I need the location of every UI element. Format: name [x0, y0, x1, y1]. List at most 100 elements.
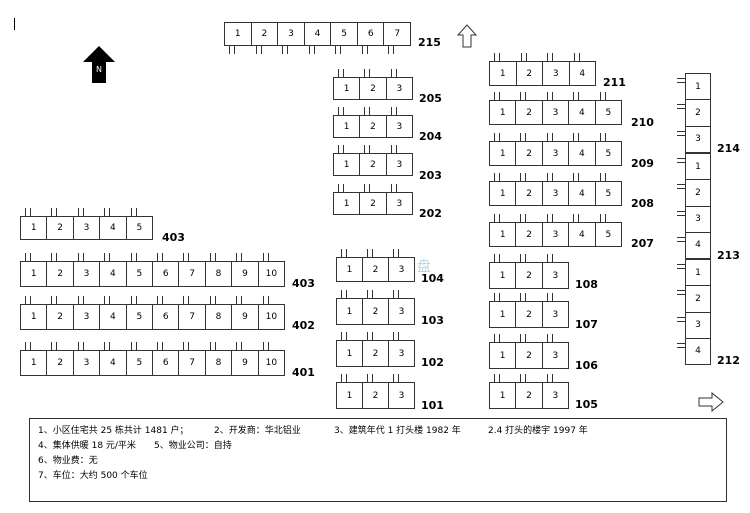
building-label-103: 103: [421, 314, 444, 327]
entrance-mark: [364, 184, 371, 192]
unit-cell: 4: [568, 173, 594, 205]
entrance-mark: [209, 296, 216, 304]
unit-cell: 3: [541, 334, 568, 368]
entrance-mark: [157, 296, 164, 304]
unit-cell: 2: [362, 249, 388, 281]
entrance-mark: [335, 46, 342, 54]
unit-cell: 7: [178, 253, 204, 286]
building-label-211: 211: [603, 76, 626, 89]
entrance-mark: [677, 236, 685, 242]
unit-cell: 2: [362, 332, 388, 366]
unit-cell: 3: [385, 69, 412, 99]
unit-cell: 1: [337, 374, 362, 408]
entrance-mark: [520, 133, 527, 141]
unit-cell: 9: [231, 296, 257, 329]
entrance-mark: [308, 46, 315, 54]
unit-cell: 1: [677, 154, 710, 179]
entrance-mark: [677, 184, 685, 190]
entrance-mark: [364, 69, 371, 77]
unit-cell: 2: [359, 184, 385, 214]
entrance-mark: [390, 69, 397, 77]
unit-cell: 1: [490, 133, 515, 165]
entrance-mark: [520, 173, 527, 181]
building-label-214: 214: [717, 142, 740, 155]
entrance-mark: [104, 208, 111, 216]
unit-cell: 1: [334, 69, 359, 99]
unit-cell: 2: [515, 293, 541, 327]
building-label-215: 215: [418, 36, 441, 49]
text-cursor: [14, 18, 15, 30]
unit-cell: 3: [385, 145, 412, 175]
entrance-mark: [546, 293, 553, 301]
unit-cell: 4: [303, 23, 331, 54]
entrance-mark: [51, 208, 58, 216]
unit-cell: 5: [594, 214, 621, 246]
unit-cell: 2: [515, 214, 541, 246]
building-label-101: 101: [421, 399, 444, 412]
entrance-mark: [130, 342, 137, 350]
building-label-104: 104: [421, 272, 444, 285]
unit-cell: 4: [568, 92, 594, 124]
entrance-mark: [677, 264, 685, 269]
entrance-mark: [393, 290, 399, 298]
unit-cell: 2: [515, 53, 543, 85]
unit-cell: 2: [46, 342, 72, 375]
entrance-up-arrow-icon: [457, 24, 477, 48]
building-label-212: 212: [717, 354, 740, 367]
unit-cell: 3: [541, 92, 568, 124]
unit-cell: 3: [541, 374, 568, 408]
building-label-403-east: 403: [162, 231, 185, 244]
entrance-mark: [494, 173, 500, 181]
entrance-mark: [77, 296, 84, 304]
unit-cell: 10: [257, 253, 284, 286]
entrance-mark: [573, 214, 580, 222]
unit-cell: 1: [225, 23, 251, 54]
unit-cell: 2: [359, 107, 385, 137]
unit-cell: 4: [677, 231, 710, 258]
entrance-mark: [236, 342, 243, 350]
unit-cell: 3: [277, 23, 304, 54]
unit-cell: 9: [231, 253, 257, 286]
entrance-mark: [51, 342, 58, 350]
entrance-mark: [262, 253, 269, 261]
unit-cell: 4: [568, 214, 594, 246]
unit-cell: 4: [99, 253, 125, 286]
unit-cell: 6: [152, 342, 178, 375]
unit-cell: 2: [677, 99, 710, 125]
unit-cell: 2: [359, 69, 385, 99]
entrance-mark: [494, 334, 500, 342]
unit-cell: 5: [594, 92, 621, 124]
unit-cell: 2: [515, 92, 541, 124]
entrance-mark: [388, 46, 395, 54]
unit-cell: 6: [152, 296, 178, 329]
entrance-mark: [157, 342, 164, 350]
unit-cell: 4: [99, 208, 125, 239]
entrance-mark: [520, 374, 527, 382]
unit-cell: 1: [334, 107, 359, 137]
entrance-mark: [546, 214, 553, 222]
building-label-105: 105: [575, 398, 598, 411]
unit-cell: 3: [541, 293, 568, 327]
unit-cell: 3: [677, 125, 710, 152]
unit-cell: 2: [515, 254, 541, 288]
entrance-mark: [361, 46, 368, 54]
entrance-mark: [677, 78, 685, 83]
entrance-mark: [183, 342, 190, 350]
building-label-204: 204: [419, 130, 442, 143]
entrance-mark: [546, 92, 553, 100]
entrance-mark: [364, 107, 371, 115]
unit-cell: 3: [72, 253, 99, 286]
entrance-mark: [390, 184, 397, 192]
unit-cell: 3: [72, 208, 99, 239]
unit-cell: 3: [541, 173, 568, 205]
entrance-mark: [157, 253, 164, 261]
